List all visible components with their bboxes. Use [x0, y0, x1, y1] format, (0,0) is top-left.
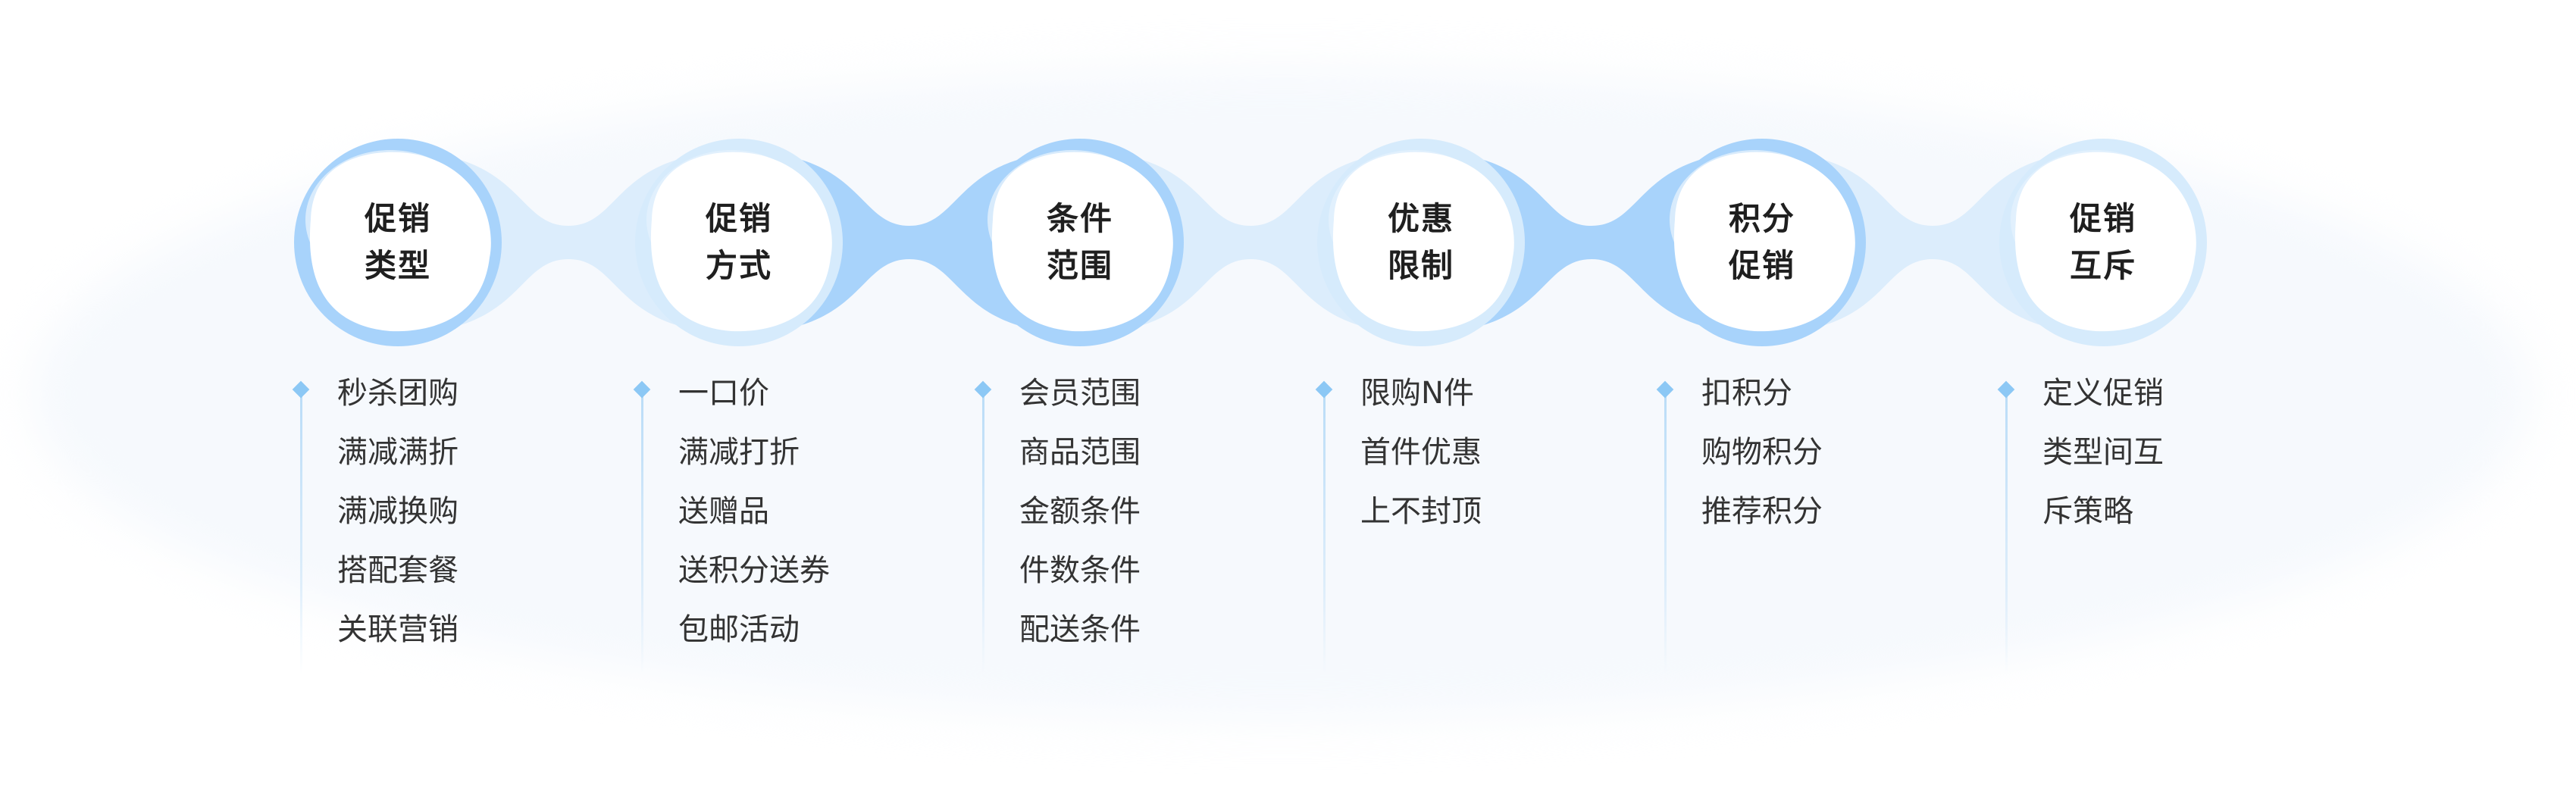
node-center [650, 152, 832, 332]
node-title-line2: 方式 [705, 247, 772, 284]
list-item: 推荐积分 [1701, 494, 1823, 529]
item-list: 秒杀团购满减满折满减换购搭配套餐关联营销 [292, 364, 565, 659]
item-list: 限购N件首件优惠上不封顶 [1315, 364, 1588, 541]
list-item: 满减换购 [337, 494, 459, 529]
node-title-line2: 互斥 [2069, 247, 2136, 284]
list-item: 配送条件 [1019, 612, 1141, 647]
item-column-2: 一口价满减打折送赠品送积分送券包邮活动 [633, 364, 906, 674]
node-title-line1: 促销 [705, 200, 772, 237]
item-column-3: 会员范围商品范围金额条件件数条件配送条件 [974, 364, 1247, 674]
node-center [991, 152, 1173, 332]
list-item: 送积分送券 [678, 553, 830, 588]
list-item: 限购N件 [1360, 376, 1474, 411]
process-node-3 [976, 139, 1184, 346]
node-center [2014, 152, 2196, 332]
list-item: 秒杀团购 [337, 376, 459, 411]
node-title-line1: 积分 [1728, 200, 1795, 237]
column-guide-line [300, 386, 302, 674]
node-title-line2: 限制 [1387, 247, 1454, 284]
node-center [1673, 152, 1855, 332]
list-item: 上不封顶 [1360, 494, 1482, 529]
list-item: 金额条件 [1019, 494, 1141, 529]
node-title-line2: 类型 [364, 247, 431, 284]
node-title-1: 促销类型 [307, 195, 489, 289]
list-item: 扣积分 [1701, 376, 1792, 411]
list-item: 包邮活动 [678, 612, 800, 647]
item-column-1: 秒杀团购满减满折满减换购搭配套餐关联营销 [292, 364, 565, 674]
process-node-2 [635, 139, 843, 346]
node-title-3: 条件范围 [989, 195, 1171, 289]
list-item: 关联营销 [337, 612, 459, 647]
column-guide-line [1323, 386, 1326, 674]
list-item: 定义促销 [2042, 376, 2164, 411]
node-title-line2: 促销 [1728, 247, 1795, 284]
list-item: 件数条件 [1019, 553, 1141, 588]
node-title-line1: 促销 [364, 200, 431, 237]
node-title-5: 积分促销 [1671, 195, 1853, 289]
node-title-line1: 促销 [2069, 200, 2136, 237]
node-title-line2: 范围 [1046, 247, 1113, 284]
node-title-4: 优惠限制 [1330, 195, 1512, 289]
item-list: 会员范围商品范围金额条件件数条件配送条件 [974, 364, 1247, 659]
item-list: 定义促销类型间互斥策略 [1997, 364, 2270, 541]
node-center [1332, 152, 1514, 332]
list-item: 购物积分 [1701, 435, 1823, 470]
item-column-6: 定义促销类型间互斥策略 [1997, 364, 2270, 674]
list-item: 类型间互 [2042, 435, 2164, 470]
item-list: 一口价满减打折送赠品送积分送券包邮活动 [633, 364, 906, 659]
column-guide-line [1664, 386, 1667, 674]
node-center [309, 152, 491, 332]
list-item: 商品范围 [1019, 435, 1141, 470]
list-item: 斥策略 [2042, 494, 2133, 529]
column-guide-line [982, 386, 984, 674]
list-item: 送赠品 [678, 494, 769, 529]
process-node-5 [1658, 139, 1866, 346]
item-column-5: 扣积分购物积分推荐积分 [1656, 364, 1929, 674]
process-node-6 [1999, 139, 2207, 346]
list-item: 满减满折 [337, 435, 459, 470]
item-column-4: 限购N件首件优惠上不封顶 [1315, 364, 1588, 674]
list-item: 一口价 [678, 376, 769, 411]
item-list: 扣积分购物积分推荐积分 [1656, 364, 1929, 541]
list-item: 首件优惠 [1360, 435, 1482, 470]
process-node-1 [294, 139, 502, 346]
list-item: 搭配套餐 [337, 553, 459, 588]
node-title-line1: 条件 [1046, 200, 1113, 237]
list-item: 会员范围 [1019, 376, 1141, 411]
node-title-2: 促销方式 [648, 195, 830, 289]
column-guide-line [641, 386, 643, 674]
column-guide-line [2005, 386, 2008, 674]
process-node-4 [1317, 139, 1525, 346]
list-item: 满减打折 [678, 435, 800, 470]
node-title-6: 促销互斥 [2012, 195, 2194, 289]
node-title-line1: 优惠 [1387, 200, 1454, 237]
